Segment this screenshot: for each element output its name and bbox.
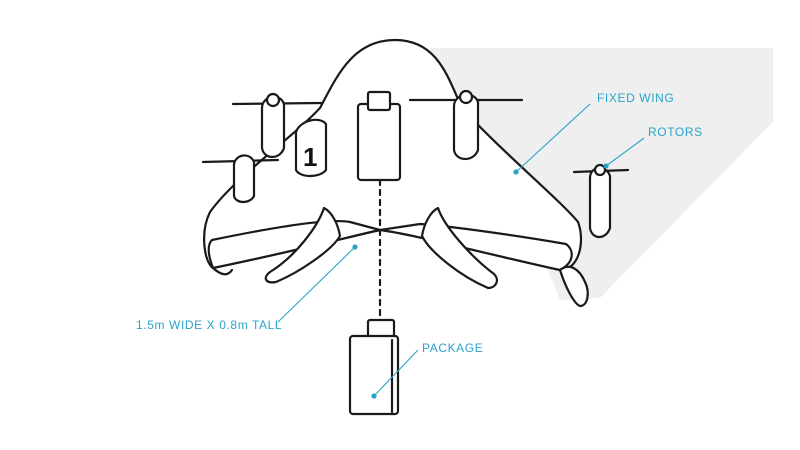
label-dimensions: 1.5m WIDE X 0.8m TALL [136,318,283,332]
payload-bay [356,102,402,182]
rotor-rear-right [572,163,630,239]
label-fixed-wing: FIXED WING [597,91,675,105]
drone-body [203,38,589,318]
package [348,318,400,416]
callout-rotors [603,137,645,169]
fuselage-pod: 1 [294,118,328,178]
callout-dimensions [277,244,358,323]
label-package: PACKAGE [422,341,484,355]
rotor-rear-left [201,154,280,204]
callout-package [371,349,419,399]
rotor-front-right [408,89,524,161]
callout-fixed-wing [513,103,591,175]
rotor-front-left [231,92,324,159]
label-rotors: ROTORS [648,125,703,139]
fuselage-number: 1 [303,142,317,172]
